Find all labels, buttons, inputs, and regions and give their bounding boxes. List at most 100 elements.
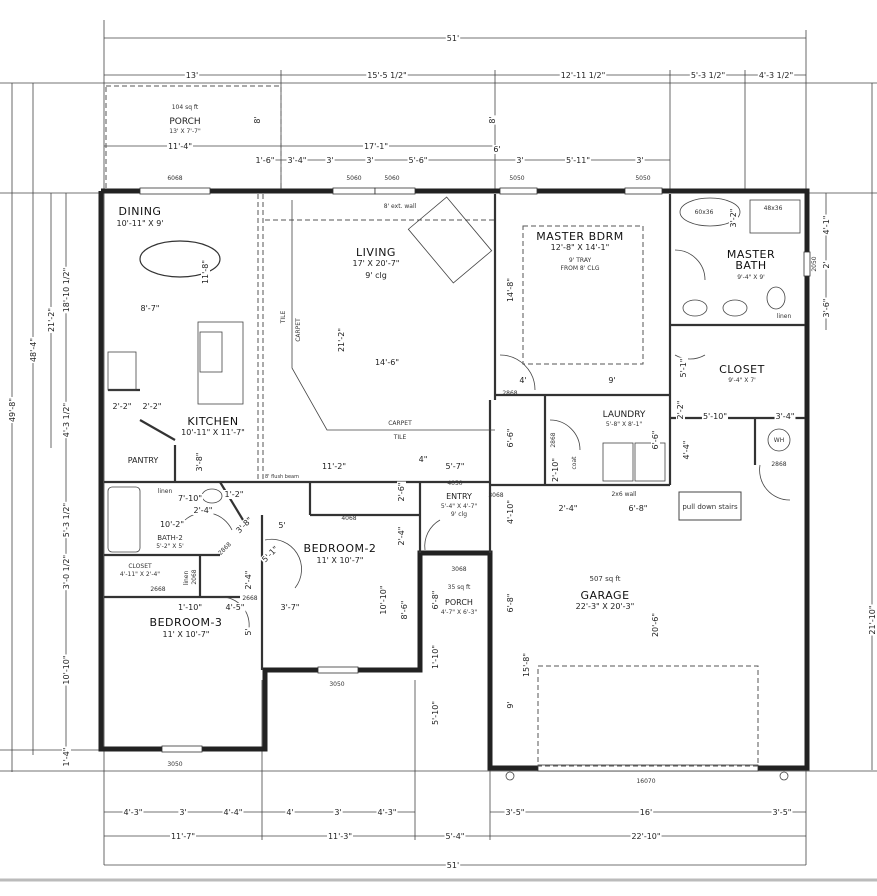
window-label: 2068 — [191, 569, 198, 584]
kitchen-size: 10'-11" X 11'-7" — [181, 428, 245, 437]
window-label: 6068 — [167, 175, 182, 182]
bedroom2-name: BEDROOM-2 — [304, 542, 377, 555]
bollard — [505, 771, 515, 781]
water-heater-label: WH — [774, 437, 784, 444]
dining-name: DINING — [119, 205, 162, 218]
dimension-label: 20'-6" — [651, 613, 660, 637]
window-label: 5050 — [635, 175, 650, 182]
dimension-label: 14'-6" — [375, 358, 399, 367]
dimension-label: 14'-8" — [506, 278, 515, 302]
door-swing — [674, 249, 706, 281]
window-label: 3068 — [451, 566, 466, 573]
dimension-label: 6'-8" — [431, 591, 440, 610]
garage-size: 22'-3" X 20'-3" — [576, 602, 635, 611]
dimension-label: 4'-4" — [224, 808, 243, 817]
door-swing — [424, 519, 441, 551]
master-bath-name-2: BATH — [735, 259, 766, 272]
door-swing — [759, 464, 791, 501]
ext-wall-label: 8' ext. wall — [384, 203, 417, 210]
garage-area: 507 sq ft — [590, 575, 621, 583]
bath2-name: BATH-2 — [157, 534, 183, 542]
dimension-label: 5'-3 1/2" — [62, 503, 71, 537]
dimension-label: 4' — [519, 376, 526, 385]
dimension-label: 3'-0 1/2" — [62, 555, 71, 589]
dimension-label: 13' — [186, 71, 198, 80]
door-swing — [184, 512, 233, 531]
laundry-size: 5'-8" X 8'-1" — [606, 421, 643, 428]
dimension-label: 4'-3 1/2" — [759, 71, 793, 80]
laundry-name: LAUNDRY — [603, 410, 646, 420]
door-swing — [264, 538, 302, 589]
toilet — [766, 286, 786, 310]
dimension-label: 2' — [822, 261, 831, 268]
dimension-label: 3' — [636, 156, 643, 165]
flush-beam-label: 8' flush beam — [265, 474, 299, 480]
linen-label: linen — [158, 488, 173, 495]
washer — [602, 442, 634, 482]
dimension-label: 49'-8" — [8, 398, 17, 422]
dimension-label: 4'-3" — [378, 808, 397, 817]
master-bdrm-ceiling: FROM 8' CLG — [561, 265, 600, 272]
dimension-label: 11'-2" — [322, 462, 346, 471]
linen-label: linen — [183, 570, 190, 585]
dimension-label: 3'-7" — [281, 603, 300, 612]
dimension-label: 4' — [286, 808, 293, 817]
dimension-label: 3'-5" — [506, 808, 525, 817]
window-openings — [139, 187, 811, 772]
master-bath-name: MASTER — [727, 248, 775, 261]
dimension-label: 5' — [278, 521, 285, 530]
entry-ceiling: 9' clg — [451, 511, 467, 518]
porch-name: PORCH — [169, 117, 200, 127]
dimension-label: 6'-8" — [506, 594, 515, 613]
pantry-name: PANTRY — [128, 456, 159, 465]
living-ceiling: 9' clg — [365, 271, 387, 280]
dimension-label: 4'-5" — [226, 603, 245, 612]
dimension-label: 2'-4" — [194, 506, 213, 515]
window-label: 2868 — [550, 432, 557, 447]
window-label: 2868 — [502, 390, 517, 397]
sink-right — [722, 299, 748, 317]
dimension-label: 21'-10" — [868, 605, 877, 634]
door-swing — [674, 354, 706, 360]
dimension-label: 7'-10" — [178, 494, 202, 503]
dimension-label: 11'-3" — [328, 832, 352, 841]
room-labels: 104 sq ft PORCH 13' X 7'-7" DINING 10'-1… — [117, 104, 792, 639]
porch-outline — [105, 85, 282, 191]
porch-area: 104 sq ft — [172, 104, 199, 111]
dimension-label: 5'-6" — [409, 156, 428, 165]
dimension-label: 4'-10" — [506, 500, 515, 524]
dimension-label: 21'-2" — [337, 328, 346, 352]
window-label: 3050 — [167, 761, 182, 768]
kitchen-island — [197, 321, 244, 405]
pull-down-stairs-label: pull down stairs — [682, 503, 738, 511]
linen-label: linen — [777, 313, 792, 320]
dimension-label: 5'-11" — [566, 156, 590, 165]
master-closet-size: 9'-4" X 7' — [728, 377, 756, 384]
dimension-label: 2'-4" — [244, 571, 253, 590]
master-bdrm-name: MASTER BDRM — [536, 230, 623, 243]
window-label: 4050 — [447, 480, 462, 487]
porch-front-area: 35 sq ft — [448, 584, 471, 591]
stove — [107, 351, 137, 391]
dimension-label: 3'-5" — [773, 808, 792, 817]
dimension-label: 10'-2" — [160, 520, 184, 529]
window-label: 4068 — [341, 515, 356, 522]
tub — [107, 486, 141, 553]
dining-size: 10'-11" X 9' — [117, 219, 164, 228]
dimension-label: 11'-7" — [171, 832, 195, 841]
fireplace — [407, 196, 493, 284]
dimension-label: 8'-6" — [400, 601, 409, 620]
dimension-label: 51' — [447, 34, 459, 43]
dimension-label: 15'-5 1/2" — [367, 71, 406, 80]
dimension-label: 4'-3 1/2" — [62, 403, 71, 437]
dimension-label: 2'-2" — [113, 402, 132, 411]
dimension-label: 10'-10" — [379, 585, 388, 614]
master-tray-ceiling — [522, 225, 644, 365]
fixtures — [107, 196, 801, 781]
dimension-label: 2'-4" — [397, 527, 406, 546]
bollard — [779, 771, 789, 781]
door-swing — [549, 419, 581, 451]
dimension-label: 6'-8" — [629, 504, 648, 513]
dimension-label: 4" — [419, 455, 428, 464]
dimension-label: 3'-4" — [288, 156, 307, 165]
